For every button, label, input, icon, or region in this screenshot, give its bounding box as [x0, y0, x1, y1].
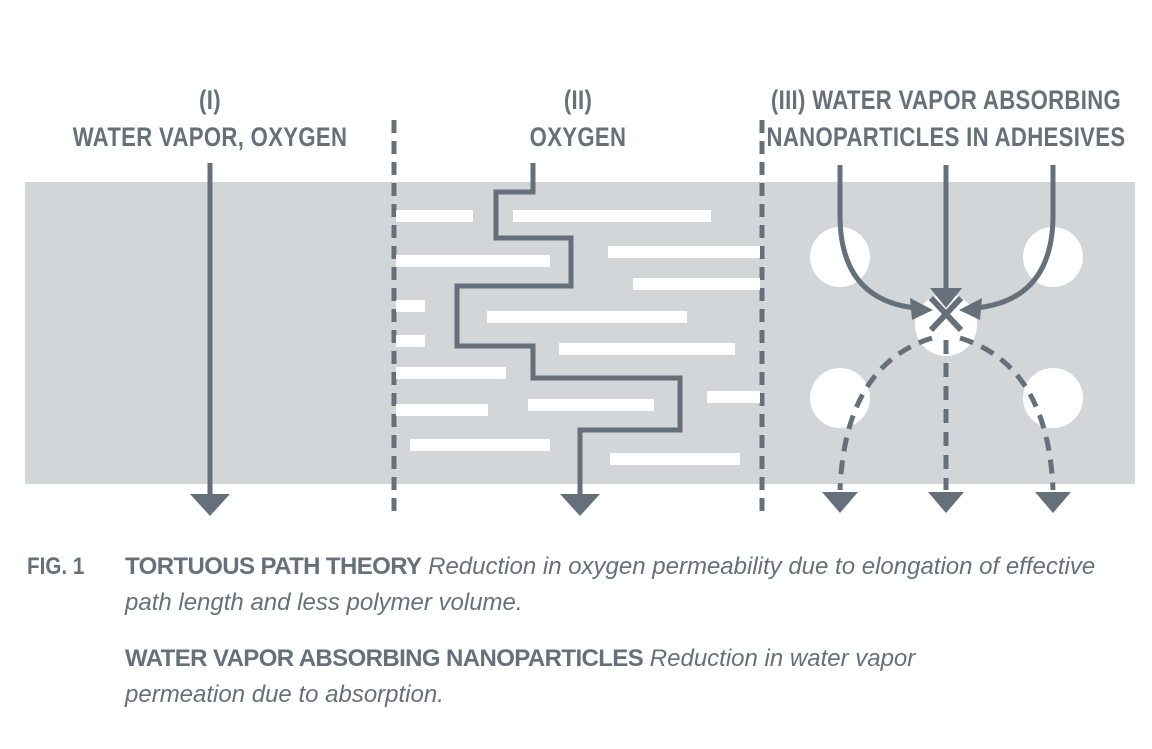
blocked-x-icon [928, 295, 964, 333]
platelet [396, 367, 506, 379]
platelet [396, 300, 425, 312]
absorption-arrows-out [822, 335, 1071, 513]
platelet [396, 210, 473, 222]
header-col3-line1: (III) WATER VAPOR ABSORBING [771, 86, 1121, 116]
caption-text-1: Reduction in oxygen permeability due to … [125, 553, 1096, 616]
straight-path-arrow [190, 163, 230, 516]
absorption-arrows-in [837, 165, 1056, 320]
platelet [633, 278, 760, 290]
header-col1-line1: (I) [199, 86, 221, 116]
caption-text-2: Reduction in water vapor permeation due … [125, 645, 916, 708]
header-col2-line2: OXYGEN [530, 123, 627, 153]
header-col2-line1: (II) [564, 86, 592, 116]
caption-paragraph-2: WATER VAPOR ABSORBING NANOPARTICLES Redu… [125, 641, 945, 713]
caption-title-2: WATER VAPOR ABSORBING NANOPARTICLES [125, 645, 644, 672]
platelet [707, 391, 760, 403]
platelet [410, 439, 550, 451]
caption-paragraph-1: TORTUOUS PATH THEORY Reduction in oxygen… [125, 549, 1115, 621]
platelet [396, 404, 488, 416]
platelets [396, 210, 760, 465]
platelet [513, 210, 711, 222]
figure-label: FIG. 1 [27, 553, 85, 580]
caption-title-1: TORTUOUS PATH THEORY [125, 553, 422, 580]
nanoparticle [1023, 368, 1083, 428]
header-col3-line2: NANOPARTICLES IN ADHESIVES [767, 123, 1126, 153]
platelet [610, 453, 740, 465]
tortuous-path-arrow [454, 163, 683, 516]
platelet [528, 399, 654, 411]
platelet [559, 343, 735, 355]
platelet [487, 311, 687, 323]
platelet [396, 335, 425, 347]
header-col1-line2: WATER VAPOR, OXYGEN [73, 123, 348, 153]
platelet [608, 246, 760, 258]
nanoparticle [810, 368, 870, 428]
platelet [396, 255, 550, 267]
